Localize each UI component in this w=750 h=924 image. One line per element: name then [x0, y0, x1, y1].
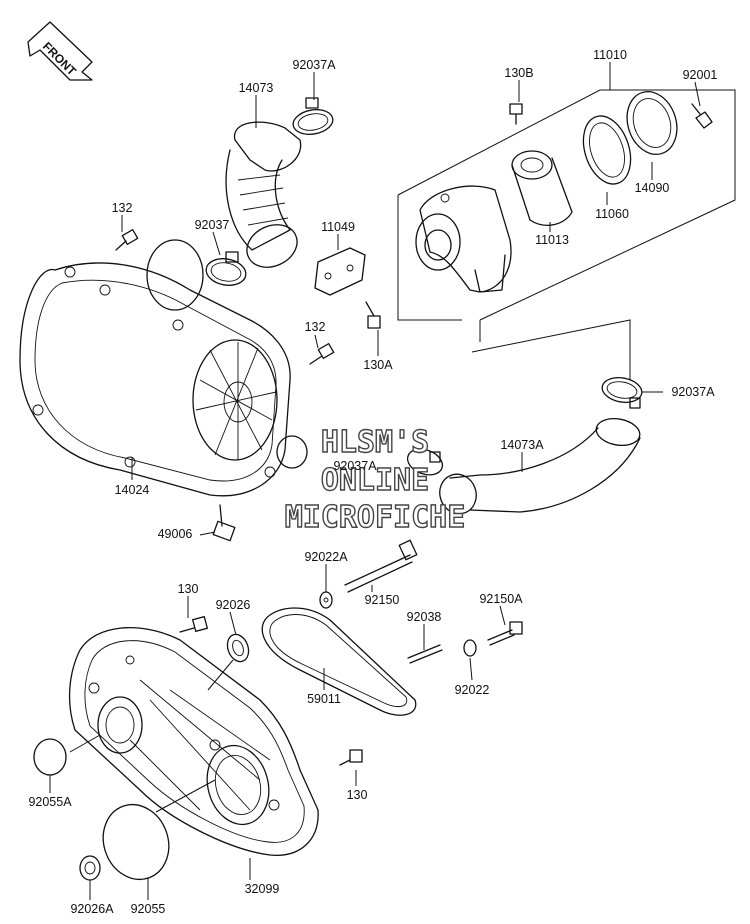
label-11049: 11049: [321, 220, 355, 234]
cap-14090: [626, 91, 678, 155]
collar-92026A: [79, 855, 101, 881]
label-11060: 11060: [595, 207, 629, 221]
gasket-11060: [582, 115, 632, 185]
bolt-130-top: [179, 616, 208, 633]
watermark-line-2: ONLINE: [321, 463, 429, 498]
label-92026: 92026: [216, 598, 251, 612]
bolt-130A: [365, 301, 381, 329]
front-arrow-icon: FRONT: [27, 21, 93, 81]
label-92150A: 92150A: [479, 592, 523, 606]
label-130B: 130B: [504, 66, 533, 80]
belt-59011: [261, 607, 417, 716]
collar-92026: [226, 633, 250, 663]
clamp-92037A-top: [292, 97, 334, 135]
label-92037: 92037: [195, 218, 230, 232]
label-92037A-right: 92037A: [671, 385, 715, 399]
bolt-130-right: [339, 749, 363, 766]
label-132-mid: 132: [305, 320, 326, 334]
label-49006: 49006: [158, 527, 193, 541]
watermark-line-3: MICROFICHE: [285, 500, 466, 535]
bolt-132-mid: [309, 343, 335, 365]
leader-lines: [49, 62, 701, 900]
label-130-top: 130: [178, 582, 199, 596]
label-92038: 92038: [407, 610, 442, 624]
label-92026A: 92026A: [70, 902, 114, 916]
label-11010: 11010: [593, 48, 627, 62]
duct-14073A: [439, 417, 641, 515]
o-ring-92055A: [33, 738, 67, 776]
label-92037A-top: 92037A: [292, 58, 336, 72]
washer-92022A: [319, 591, 333, 609]
bolt-130B: [509, 103, 523, 125]
bolt-92150A: [487, 621, 523, 646]
label-92055A: 92055A: [28, 795, 72, 809]
label-11013: 11013: [535, 233, 569, 247]
duct-14073: [225, 121, 302, 268]
label-14090: 14090: [635, 181, 670, 195]
label-92022A: 92022A: [304, 550, 348, 564]
bracket-11049: [314, 247, 366, 296]
air-cleaner-housing: [415, 185, 512, 293]
watermark-line-1: HLSM'S: [321, 425, 429, 460]
air-filter-11013: [511, 150, 573, 226]
label-92001: 92001: [683, 68, 718, 82]
watermark: HLSM'S ONLINE MICROFICHE: [284, 424, 466, 535]
label-59011: 59011: [307, 692, 341, 706]
washer-92022: [463, 639, 477, 657]
label-92037A-mid: 92037A: [333, 459, 377, 473]
label-92150: 92150: [365, 593, 400, 607]
bolt-132-top: [115, 229, 139, 251]
part-labels: 92037A 14073 130B 11010 92001 132 92037 …: [28, 48, 717, 916]
bolt-92150: [344, 539, 418, 593]
label-132-top: 132: [112, 201, 133, 215]
clamp-92037A-mid: [406, 448, 444, 476]
pin-92038: [407, 644, 443, 664]
drain-49006: [212, 504, 236, 542]
label-14073A: 14073A: [500, 438, 544, 452]
inner-cover-32099: [68, 627, 319, 856]
clamp-92037: [205, 251, 247, 286]
outer-cover-14024: [19, 239, 308, 497]
air-cleaner-box-11010: [397, 89, 736, 380]
label-92022: 92022: [455, 683, 490, 697]
wingnut-92001: [691, 103, 713, 129]
label-14073: 14073: [239, 81, 274, 95]
clamp-92037A-right: [601, 377, 643, 409]
label-130-right: 130: [347, 788, 368, 802]
label-130A: 130A: [363, 358, 393, 372]
label-92055: 92055: [131, 902, 166, 916]
o-ring-92055: [102, 804, 170, 880]
label-14024: 14024: [115, 483, 150, 497]
label-32099: 32099: [245, 882, 280, 896]
